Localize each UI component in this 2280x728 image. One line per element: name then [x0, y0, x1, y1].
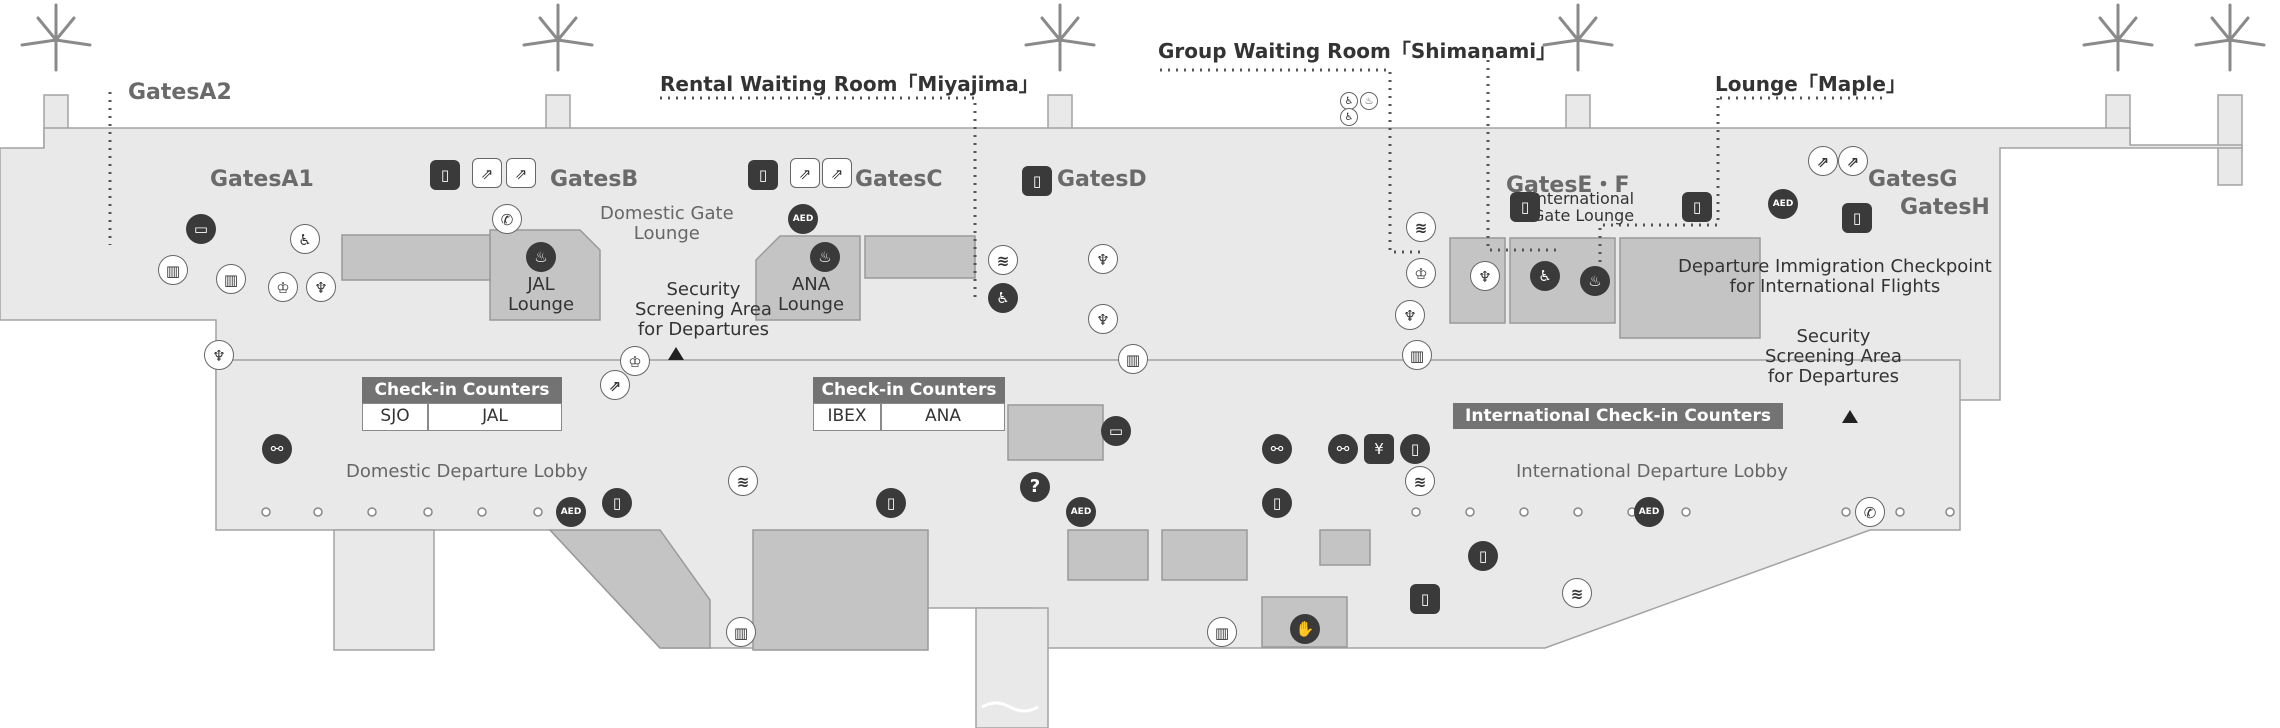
- escalator-icon: ⇗: [822, 158, 852, 188]
- pier-h: [2217, 94, 2243, 186]
- baggage-storage-icon: ▥: [726, 617, 756, 647]
- vending-icon: ⚯: [1262, 434, 1292, 464]
- gate-label-d: GatesD: [1057, 167, 1147, 192]
- gate-label-c: GatesC: [855, 167, 943, 192]
- aed-icon: AED: [1634, 497, 1664, 527]
- restroom-icon: ♆: [1088, 304, 1118, 334]
- prayer-room-icon: ✋: [1290, 614, 1320, 644]
- bottom-corridor: [975, 607, 1049, 728]
- nursing-room-icon: ♔: [1406, 258, 1436, 288]
- escalator-icon: ⇗: [790, 158, 820, 188]
- wheelchair-icon: ♿: [1530, 261, 1560, 291]
- lobby-pillars: [261, 507, 1955, 517]
- baby-care-icon: ♨: [1580, 266, 1610, 296]
- aed-icon: AED: [556, 497, 586, 527]
- nursing-room-icon: ♔: [620, 346, 650, 376]
- callout-lines: [108, 60, 1885, 300]
- smartphone-charging-icon: ▯: [1468, 541, 1498, 571]
- gate-label-g: GatesG: [1868, 167, 1958, 192]
- smartphone-charging-icon: ▯: [1022, 166, 1052, 196]
- monitor-icon: ▭: [186, 214, 216, 244]
- information-icon[interactable]: ?: [1020, 472, 1050, 502]
- baby-care-icon: ♨: [1360, 92, 1378, 110]
- vending-icon: ⚯: [262, 434, 292, 464]
- restroom-icon: ♿: [290, 224, 320, 254]
- aed-icon: AED: [1066, 497, 1096, 527]
- telephone-icon: ✆: [492, 204, 522, 234]
- vending-icon: ⚯: [1328, 434, 1358, 464]
- gate-label-a2: GatesA2: [128, 80, 232, 105]
- restroom-icon: ♆: [1470, 261, 1500, 291]
- smartphone-charging-icon: ▯: [1682, 192, 1712, 222]
- wheelchair-icon: ♿: [988, 283, 1018, 313]
- aed-icon: AED: [1768, 189, 1798, 219]
- telephone-icon: ✆: [1855, 497, 1885, 527]
- smartphone-charging-icon: ▯: [1510, 192, 1540, 222]
- callout-group-waiting-room: Group Waiting Room「Shimanami」: [1158, 39, 1557, 63]
- gate-label-b: GatesB: [550, 167, 639, 192]
- left-annex: [333, 529, 435, 651]
- smartphone-charging-icon: ▯: [748, 160, 778, 190]
- smartphone-charging-icon: ▯: [1410, 584, 1440, 614]
- baggage-storage-icon: ▥: [216, 264, 246, 294]
- smartphone-charging-icon: ▯: [430, 160, 460, 190]
- smartphone-charging-icon: ▯: [602, 488, 632, 518]
- smartphone-charging-icon: ▯: [1842, 203, 1872, 233]
- callout-rental-waiting-room: Rental Waiting Room「Miyajima」: [660, 72, 1039, 96]
- baby-care-icon: ♨: [526, 242, 556, 272]
- smartphone-charging-icon: ▯: [1400, 434, 1430, 464]
- restroom-icon: ♆: [306, 272, 336, 302]
- smoking-area-icon: ≋: [1406, 212, 1436, 242]
- escalator-icon: ⇗: [1808, 146, 1838, 176]
- escalator-icon: ⇗: [472, 158, 502, 188]
- restroom-icon: ♆: [204, 340, 234, 370]
- escalator-icon: ⇗: [600, 370, 630, 400]
- restroom-icon: ♆: [1395, 300, 1425, 330]
- area-international-departure-lobby: International Departure Lobby: [1516, 461, 1788, 482]
- escalator-icon: ⇗: [1838, 146, 1868, 176]
- smoking-area-icon: ≋: [1405, 466, 1435, 496]
- callout-lounge-maple: Lounge「Maple」: [1715, 72, 1906, 96]
- security-marker-domestic-icon: [668, 347, 684, 360]
- currency-exchange-icon: ¥: [1364, 434, 1394, 464]
- gate-label-h: GatesH: [1900, 195, 1990, 220]
- smartphone-charging-icon: ▯: [1262, 488, 1292, 518]
- checkin-header-ana: Check-in Counters: [813, 377, 1005, 403]
- checkin-international: International Check-in Counters: [1453, 403, 1783, 429]
- smoking-area-icon: ≋: [988, 245, 1018, 275]
- checkin-header-jal: Check-in Counters: [362, 377, 562, 403]
- nursing-room-icon: ♔: [268, 272, 298, 302]
- smoking-area-icon: ≋: [1562, 578, 1592, 608]
- smartphone-charging-icon: ▯: [876, 488, 906, 518]
- gate-label-a1: GatesA1: [210, 167, 314, 192]
- aed-icon: AED: [788, 204, 818, 234]
- checkin-cell-sjo: SJO: [362, 403, 428, 431]
- baggage-storage-icon: ▥: [158, 255, 188, 285]
- checkin-cell-ibex: IBEX: [813, 403, 881, 431]
- baggage-storage-icon: ▥: [1118, 344, 1148, 374]
- map-break: [981, 701, 1039, 713]
- baggage-storage-icon: ▥: [1207, 617, 1237, 647]
- escalator-icon: ⇗: [506, 158, 536, 188]
- baby-care-icon: ♨: [810, 242, 840, 272]
- monitor-icon: ▭: [1101, 416, 1131, 446]
- security-marker-international-icon: [1842, 410, 1858, 423]
- baggage-storage-icon: ▥: [1402, 340, 1432, 370]
- checkin-cell-ana: ANA: [881, 403, 1005, 431]
- checkin-cell-jal: JAL: [428, 403, 562, 431]
- area-domestic-departure-lobby: Domestic Departure Lobby: [346, 461, 588, 482]
- smoking-area-icon: ≋: [728, 466, 758, 496]
- plane-icons: [20, 3, 2266, 72]
- restroom-icon: ♆: [1088, 244, 1118, 274]
- wheelchair-icon: ♿: [1340, 108, 1358, 126]
